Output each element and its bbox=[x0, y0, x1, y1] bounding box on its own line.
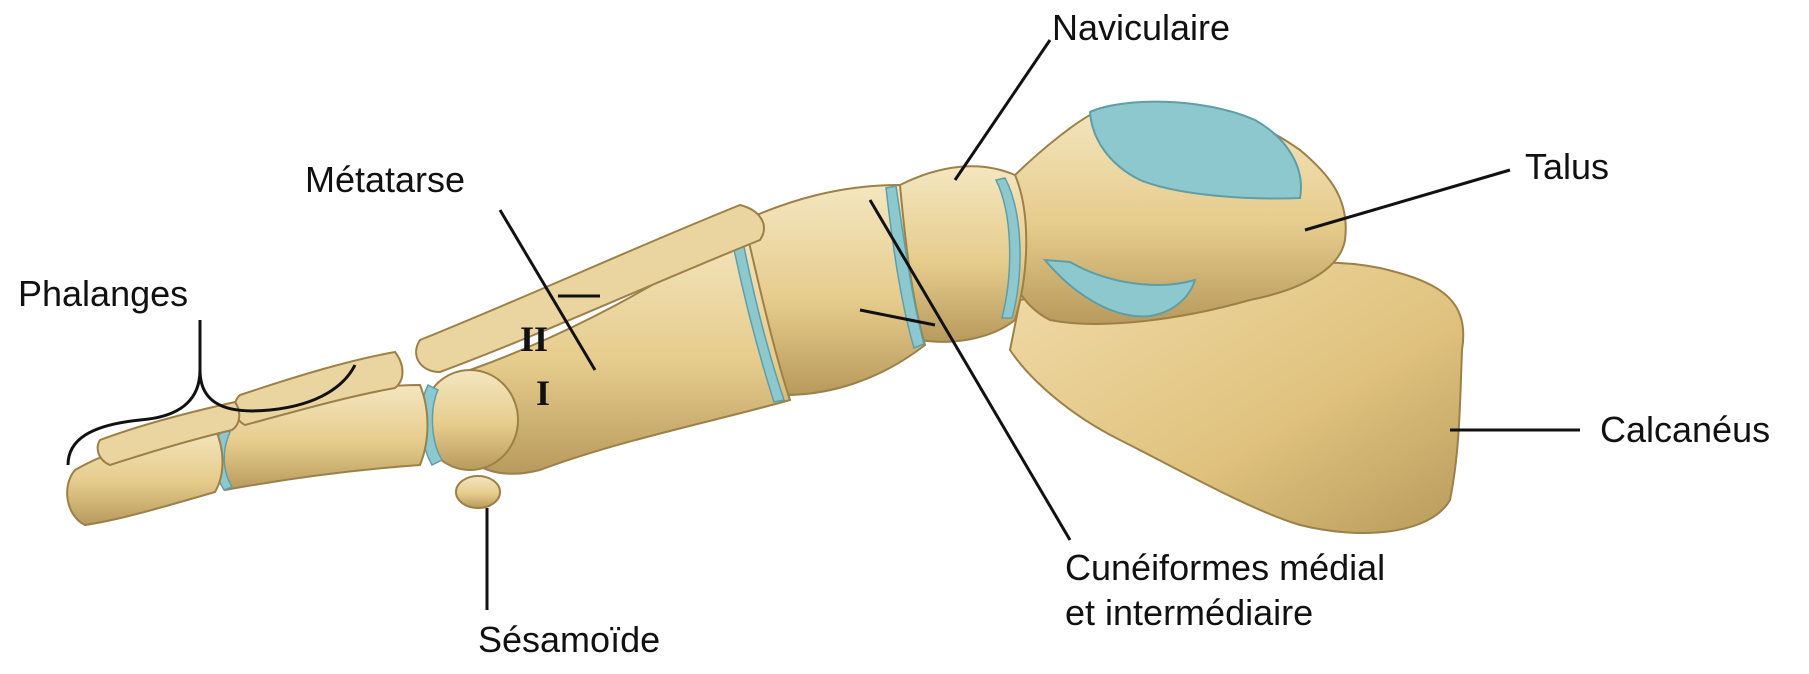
cuneiformes-label: Cunéiformes médial et intermédiaire bbox=[1065, 545, 1385, 635]
metatarsal-i-label: I bbox=[536, 372, 550, 414]
talus-label: Talus bbox=[1525, 145, 1609, 189]
sesamoide-label: Sésamoïde bbox=[478, 618, 660, 662]
metatarse-label: Métatarse bbox=[305, 158, 465, 202]
cuneiformes-label-line1: Cunéiformes médial bbox=[1065, 545, 1385, 590]
cuneiformes-label-line2: et intermédiaire bbox=[1065, 590, 1385, 635]
naviculaire-label: Naviculaire bbox=[1052, 6, 1230, 50]
metatarsal-ii-label: II bbox=[520, 318, 548, 360]
calcaneus-label: Calcanéus bbox=[1600, 408, 1770, 452]
phalanges-label: Phalanges bbox=[18, 272, 188, 316]
sesamoid-bone bbox=[456, 476, 500, 508]
